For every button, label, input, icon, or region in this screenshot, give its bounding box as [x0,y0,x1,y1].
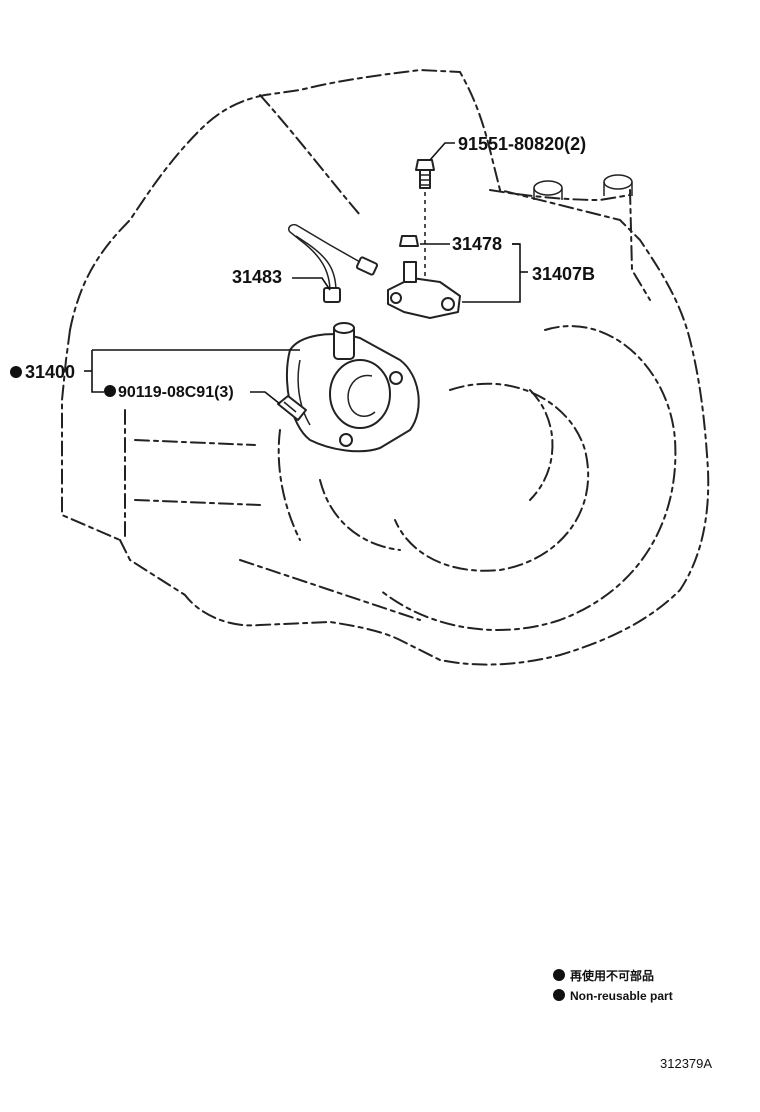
callout-90119-08c91: 90119-08C91(3) [118,384,234,401]
callout-31407b: 31407B [532,264,595,284]
plug-31478 [399,235,450,247]
callout-31483: 31483 [232,267,282,287]
callout-31478: 31478 [452,234,502,254]
bolt-91551-80820 [415,142,455,280]
non-reusable-marker [10,366,22,378]
release-cylinder-31400 [285,322,420,453]
transmission-housing-outline [61,69,710,666]
diagram-code: 312379A [660,1056,712,1071]
tube-31483 [287,223,379,303]
legend: 再使用不可部品 Non-reusable part [553,968,673,1003]
legend-marker [553,969,565,981]
legend-marker [553,989,565,1001]
legend-ja: 再使用不可部品 [570,968,654,983]
legend-en: Non-reusable part [570,989,673,1003]
callout-leader-31400 [84,349,300,393]
non-reusable-marker [104,385,116,397]
bolt-90119-08c91 [250,391,307,421]
callout-31400: 31400 [25,362,75,382]
bracket-31407b [387,243,528,319]
callout-91551-80820: 91551-80820(2) [458,134,586,154]
